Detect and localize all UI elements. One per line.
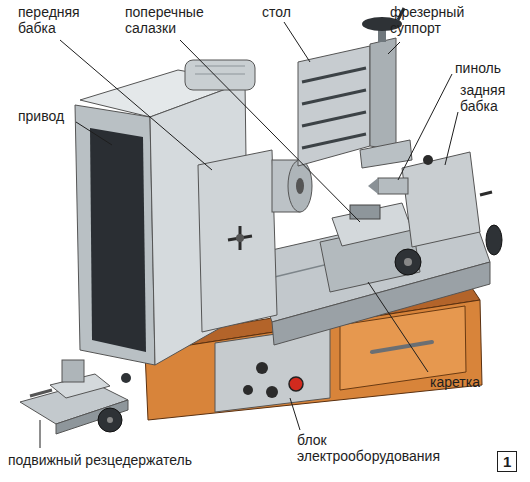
drive-housing-part	[75, 105, 155, 365]
electrical-block-part	[256, 362, 268, 374]
tailstock-part	[486, 225, 502, 255]
tailstock-part	[402, 152, 480, 247]
carriage-part	[404, 258, 412, 266]
figure-number: 1	[503, 453, 511, 470]
leader-lines-part	[445, 112, 458, 165]
tailstock-part	[368, 178, 378, 194]
leader-lines-part	[60, 40, 212, 170]
tailstock-part	[378, 178, 408, 194]
part-label: пиноль	[455, 60, 525, 76]
part-label: каретка	[430, 374, 520, 390]
tool-holder-part	[98, 408, 122, 432]
tool-holder-part	[62, 360, 84, 382]
milling-support-part	[370, 38, 396, 150]
headstock-part	[296, 178, 304, 194]
electrical-block-part	[215, 326, 330, 412]
tailstock	[368, 152, 502, 255]
leader-lines-part	[284, 22, 310, 62]
leader-lines-part	[180, 40, 360, 222]
headstock-part	[236, 234, 244, 242]
carriage-part	[395, 249, 421, 275]
tool-holder-part	[107, 417, 113, 423]
milling-support-part	[302, 68, 366, 82]
leader-lines-part	[76, 122, 112, 145]
tailstock-part	[423, 155, 433, 165]
drive-housing-part	[195, 66, 245, 67]
part-label: подвижный резцедержатель	[8, 452, 268, 468]
leader-lines-part	[368, 282, 428, 372]
tool-holder-part	[56, 400, 128, 434]
part-label: задняя бабка	[460, 82, 524, 114]
figure-number-box: 1	[497, 451, 517, 472]
drive-housing-part	[195, 74, 245, 75]
headstock-part	[288, 160, 312, 212]
electrical-block-part	[266, 386, 278, 398]
electrical-block-part	[289, 377, 303, 391]
headstock-part	[198, 150, 277, 332]
part-label: фрезерный суппорт	[390, 4, 490, 36]
milling-support-part	[360, 140, 412, 168]
part-label: передняя бабка	[18, 4, 98, 36]
tool-holder-part	[121, 373, 131, 383]
drive-housing-part	[90, 128, 146, 352]
tailstock-part	[480, 192, 492, 195]
carriage-part	[332, 203, 412, 246]
electrical-block	[215, 326, 330, 412]
milling-support-part	[302, 134, 366, 148]
part-label: поперечные салазки	[125, 4, 225, 36]
milling-support-part	[302, 112, 366, 126]
leader-lines-part	[290, 398, 300, 430]
part-label: привод	[18, 108, 88, 124]
part-label: стол	[262, 4, 322, 20]
leader-lines	[40, 22, 458, 448]
leader-lines-part	[40, 420, 41, 448]
wooden-base-part	[372, 342, 432, 352]
leader-lines-part	[388, 42, 400, 54]
tool-holder-part	[30, 390, 52, 396]
tool-holder	[20, 360, 131, 434]
electrical-block-part	[243, 385, 253, 395]
part-label: блок электрооборудования	[297, 432, 457, 464]
milling-support-part	[302, 90, 366, 104]
milling-support-part	[298, 46, 370, 166]
carriage	[320, 203, 421, 292]
leader-lines-part	[398, 74, 452, 180]
headstock	[198, 150, 312, 332]
drive-housing-part	[185, 60, 255, 90]
